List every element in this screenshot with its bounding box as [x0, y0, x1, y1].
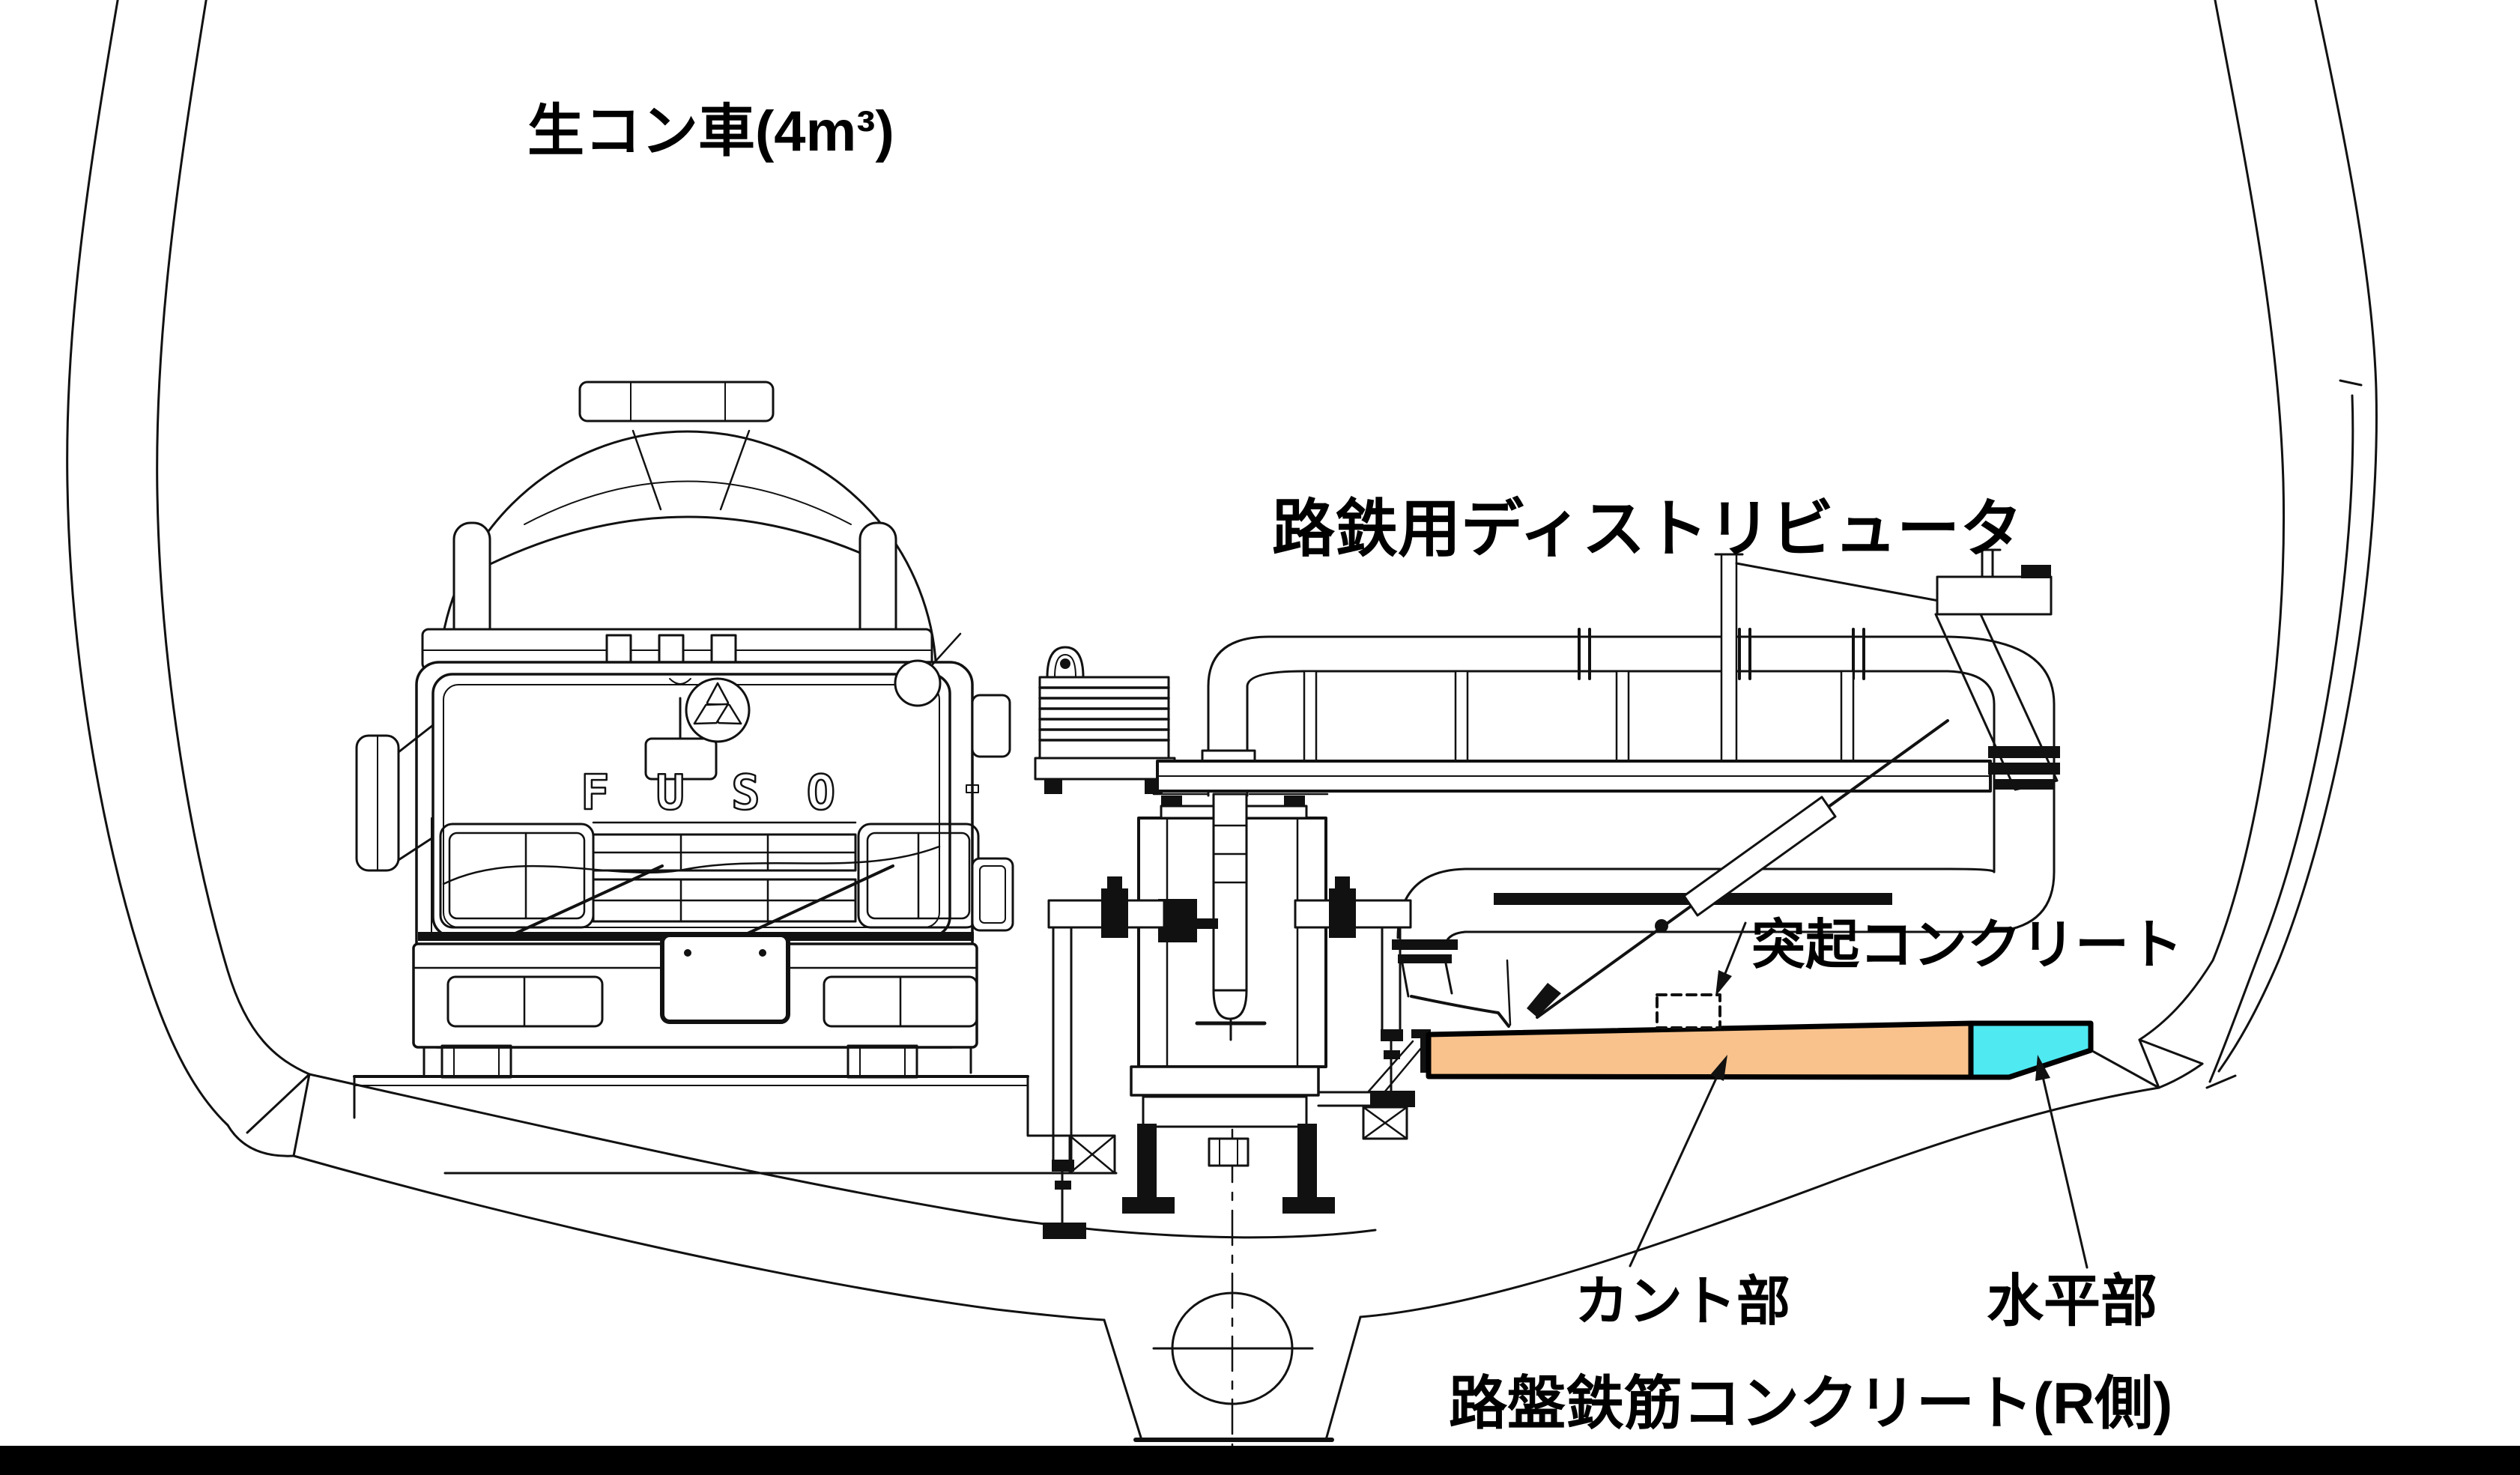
tower [1137, 793, 1327, 1068]
distributor [1034, 548, 2060, 1239]
truck-label: 生コン車(4m³) [527, 100, 894, 163]
drum-hatch [578, 381, 775, 422]
license-plate [660, 933, 790, 1024]
protrusion-label: 突起コンクリート [1751, 915, 2184, 975]
mitsubishi-emblem-icon [685, 677, 751, 743]
horizontal-label: 水平部 [1987, 1270, 2157, 1333]
deck-x-brace [1068, 1134, 1116, 1175]
distributor-label: 路鉄用ディストリビュータ [1272, 494, 2023, 564]
roadbed-slabs [1426, 1020, 2094, 1080]
invert-curve-right [1359, 1086, 2160, 1318]
tower-base [1122, 1065, 1335, 1214]
tunnel-right-wall [2092, 0, 2378, 1089]
engine-grate-unit [1034, 646, 1176, 794]
bottom-bar [0, 1446, 2520, 1475]
outrigger-leg-left [1043, 926, 1086, 1239]
rail-posts [1303, 670, 1855, 763]
truck-deck [353, 1075, 1118, 1175]
wiper-left [514, 864, 664, 935]
slant-support [1934, 613, 2059, 791]
front-bumper [412, 933, 978, 1049]
boom [1156, 760, 1992, 793]
outrigger-leg-right [1370, 926, 1415, 1107]
cant-label: カント部 [1575, 1272, 1791, 1332]
cab-right-fittings [894, 632, 1014, 932]
lower-pipe [1392, 867, 1985, 1028]
mixer-truck: FUSO [355, 381, 1014, 1079]
boom-coupling [1988, 746, 2060, 790]
tunnel-floor [292, 1073, 2160, 1451]
headlight-left [439, 823, 595, 929]
fuso-logo-text: FUSO [581, 766, 882, 821]
top-bracket [1936, 548, 2053, 616]
cant-slab [1426, 1020, 1974, 1080]
interior-mirror [644, 737, 718, 781]
cant-arrow [1629, 1062, 1724, 1267]
invert-curve [292, 1154, 1106, 1321]
hydraulic-cylinder [1527, 719, 1949, 1019]
roadbed-label: 路盤鉄筋コンクリート(R側) [1449, 1370, 2173, 1436]
front-wheels [422, 1044, 972, 1079]
horizontal-slab [1968, 1020, 2094, 1080]
mirror-left [355, 724, 434, 872]
protrusion-box [1656, 993, 1721, 1029]
horizontal-arrow [2038, 1059, 2089, 1269]
outrigger-arms [1047, 876, 1412, 938]
leader-arrows [1629, 921, 2089, 1269]
right-step [1317, 1029, 1431, 1140]
vertical-pipe [1946, 635, 2056, 933]
tunnel-left-wall [66, 0, 311, 1157]
floor-surface-curve [308, 1073, 1377, 1239]
